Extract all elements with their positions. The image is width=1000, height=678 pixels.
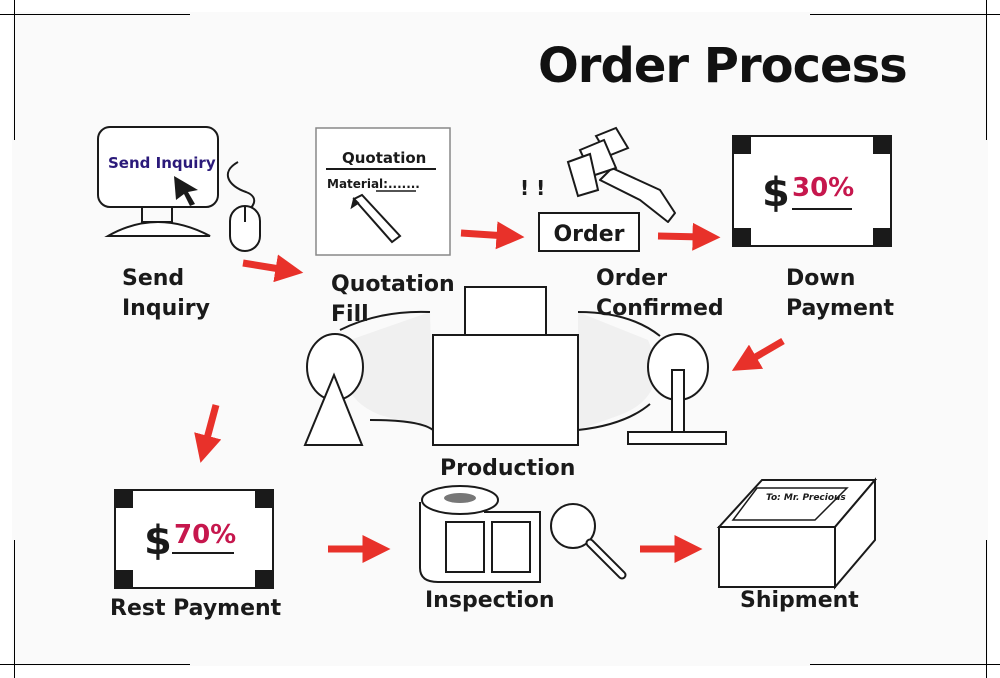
exclamation-marks: ! !: [520, 176, 545, 200]
label-production: Production: [440, 456, 576, 481]
label-inspection: Inspection: [425, 588, 555, 613]
inspection-roll-icon: [419, 485, 541, 583]
crop-mark-br-h: [810, 664, 1000, 665]
label-down-payment: Down Payment: [786, 264, 894, 324]
order-box-text: Order: [553, 222, 624, 247]
label-shipment: Shipment: [740, 588, 859, 613]
label-send-inquiry: Send Inquiry: [122, 264, 210, 324]
pencil-icon: [350, 193, 402, 244]
label-order-confirmed-line2: Confirmed: [596, 296, 724, 321]
arrow-down-payment-to-production: [731, 337, 785, 371]
arrow-production-to-rest-payment: [194, 404, 222, 463]
label-quotation-fill-line2: Fill: [331, 302, 369, 327]
shipment-box-icon: [716, 477, 878, 590]
crop-mark-br-v: [986, 540, 987, 678]
production-machine-icon: [303, 286, 727, 446]
quotation-document-icon: [315, 127, 451, 256]
label-send-inquiry-line1: Send: [122, 266, 185, 291]
label-rest-payment: Rest Payment: [110, 596, 282, 621]
gavel-icon: [566, 126, 676, 223]
quotation-doc-title: Quotation: [342, 149, 426, 167]
crop-mark-tl-v: [14, 0, 15, 140]
down-payment-percent: 30%: [792, 173, 854, 203]
quotation-doc-field: Material:.......: [327, 177, 420, 191]
crop-mark-tr-h: [810, 14, 1000, 15]
label-quotation-fill-line1: Quotation: [331, 272, 455, 297]
shipment-label-text: To: Mr. Precious: [766, 493, 846, 503]
magnifier-icon: [550, 503, 627, 580]
arrow-quotation-to-order: [460, 221, 525, 250]
crop-mark-bl-h: [0, 664, 190, 665]
label-order-confirmed: Order Confirmed: [596, 264, 724, 324]
crop-mark-bl-v: [14, 540, 15, 678]
cursor-icon: [174, 176, 198, 206]
down-payment-currency: $: [762, 170, 790, 216]
rest-payment-currency: $: [144, 518, 172, 564]
label-send-inquiry-line2: Inquiry: [122, 296, 210, 321]
page-title: Order Process: [538, 38, 908, 94]
crop-mark-tl-h: [0, 14, 190, 15]
label-quotation-fill: Quotation Fill: [331, 270, 455, 330]
arrow-order-to-down-payment: [657, 222, 721, 251]
crop-mark-tr-v: [986, 0, 987, 140]
label-order-confirmed-line1: Order: [596, 266, 668, 291]
flow-arrows: [194, 221, 785, 563]
order-box: [538, 212, 640, 252]
screen-text: Send Inquiry: [108, 154, 216, 172]
label-down-payment-line1: Down: [786, 266, 856, 291]
label-down-payment-line2: Payment: [786, 296, 895, 321]
rest-payment-percent: 70%: [174, 520, 236, 550]
arrow-inquiry-to-quotation: [242, 254, 304, 283]
down-payment-card: [732, 135, 892, 247]
rest-payment-card: [114, 489, 274, 589]
